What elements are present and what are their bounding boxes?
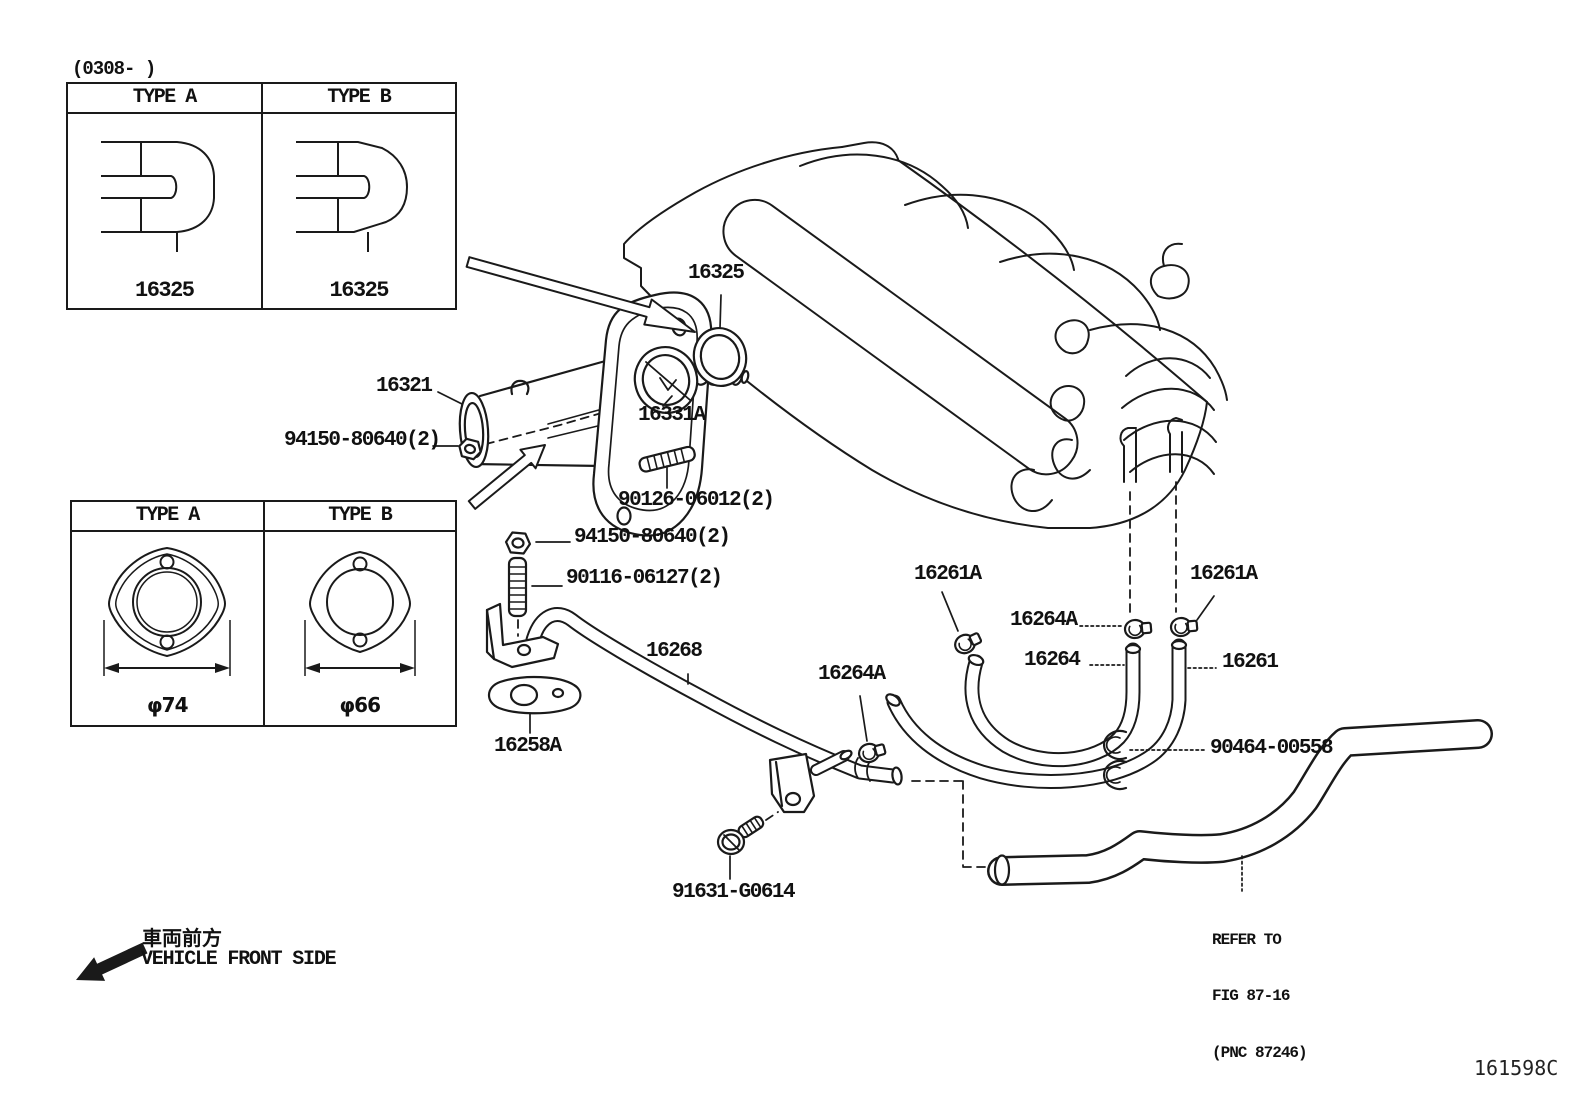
type-b-gasket-shape — [295, 141, 408, 252]
heater-hose-drawing — [987, 719, 1493, 886]
callout-inlet-16321: 16321 — [376, 375, 433, 398]
clamp-16264a-pipe-drawing — [857, 742, 887, 764]
pipe-16268-drawing — [525, 607, 903, 786]
callout-stud-90126: 90126-06012(2) — [618, 489, 775, 512]
callout-nut-94150-upper: 94150-80640(2) — [284, 429, 441, 452]
type-b-cell: 16325 — [260, 114, 456, 308]
callout-clamp-16264a-hose: 16264A — [1010, 609, 1078, 632]
callout-thermostat-16331a: 16331A — [638, 404, 706, 427]
clamp-90464-drawing — [1103, 729, 1128, 791]
reference-note-line3: (PNC 87246) — [1212, 1044, 1308, 1062]
vehicle-front-arrow — [76, 942, 148, 981]
callout-nut-94150-lower: 94150-80640(2) — [574, 526, 731, 549]
clamp-16261a-right-drawing — [1169, 616, 1199, 638]
gasket-16258a-drawing — [487, 675, 582, 715]
vehicle-front-label-jp: 車両前方 — [142, 926, 222, 950]
type-a-gasket-shape — [101, 141, 216, 252]
type-b-header-bottom: TYPE B — [262, 502, 456, 530]
nut-94150-lower-drawing — [504, 531, 532, 555]
callout-stud-90116: 90116-06127(2) — [566, 567, 723, 590]
type-table-inlet-gasket: TYPE A TYPE B — [70, 500, 457, 727]
type-table-top-header: TYPE A TYPE B — [68, 84, 455, 114]
pipe-bracket-drawing — [485, 602, 560, 669]
clamp-16264a-hose-drawing — [1123, 618, 1153, 640]
type-a-cell: 16325 — [68, 114, 261, 308]
reference-note-line1: REFER TO — [1212, 930, 1282, 949]
callout-clamp-90464: 90464-00558 — [1210, 737, 1334, 760]
type-a-inlet-gasket-shape — [103, 546, 231, 676]
type-b-part-number: 16325 — [329, 278, 389, 303]
oring-16325-drawing — [692, 327, 748, 387]
callout-ring-16325: 16325 — [688, 262, 745, 285]
vehicle-front-label-en: VEHICLE FRONT SIDE — [141, 948, 337, 971]
clamp-16261a-left-drawing — [954, 632, 983, 655]
type-b-diameter: φ66 — [339, 693, 381, 717]
callout-clamp-16264a-pipe: 16264A — [818, 663, 886, 686]
type-b-inlet-gasket-shape — [304, 550, 416, 676]
stud-90116-drawing — [507, 556, 528, 618]
type-table-bottom-header: TYPE A TYPE B — [72, 502, 455, 532]
callout-clamp-16261a-left: 16261A — [914, 563, 982, 586]
callout-gasket-16258a: 16258A — [494, 735, 562, 758]
hose-16264-drawing — [964, 642, 1142, 768]
reference-note-line2: FIG 87-16 — [1212, 987, 1290, 1006]
type-a-header: TYPE A — [132, 86, 198, 109]
type-table-gasket-16325: TYPE A TYPE B 16325 — [66, 82, 457, 310]
stud-90126-drawing — [638, 445, 696, 473]
reference-note: REFER TO FIG 87-16 (PNC 87246) — [1212, 893, 1308, 1099]
type-b-dim-cell: φ66 — [262, 532, 456, 725]
type-b-header: TYPE B — [260, 84, 456, 112]
engine-cover-drawing — [623, 141, 1228, 529]
callout-hose-16261: 16261 — [1222, 651, 1279, 674]
pipe-mount-bracket-drawing — [768, 752, 816, 814]
type-a-header-bottom: TYPE A — [135, 504, 201, 527]
drawing-code: 161598C — [1474, 1056, 1559, 1080]
type-a-part-number: 16325 — [134, 278, 195, 303]
type-a-dim-cell: φ74 — [72, 532, 263, 725]
callout-clamp-16261a-right: 16261A — [1190, 563, 1258, 586]
leader-lines — [432, 294, 1243, 892]
callout-bolt-91631: 91631-G0614 — [672, 881, 796, 904]
type-a-diameter: φ74 — [147, 693, 188, 717]
callout-pipe-16268: 16268 — [646, 640, 703, 663]
bolt-91631-drawing — [716, 815, 765, 856]
production-range-note: (0308- ) — [72, 58, 156, 80]
nut-94150-upper-drawing — [458, 437, 482, 461]
callout-hose-16264: 16264 — [1024, 649, 1081, 672]
hose-16261-drawing — [885, 638, 1188, 789]
pointer-arrows — [465, 256, 696, 510]
